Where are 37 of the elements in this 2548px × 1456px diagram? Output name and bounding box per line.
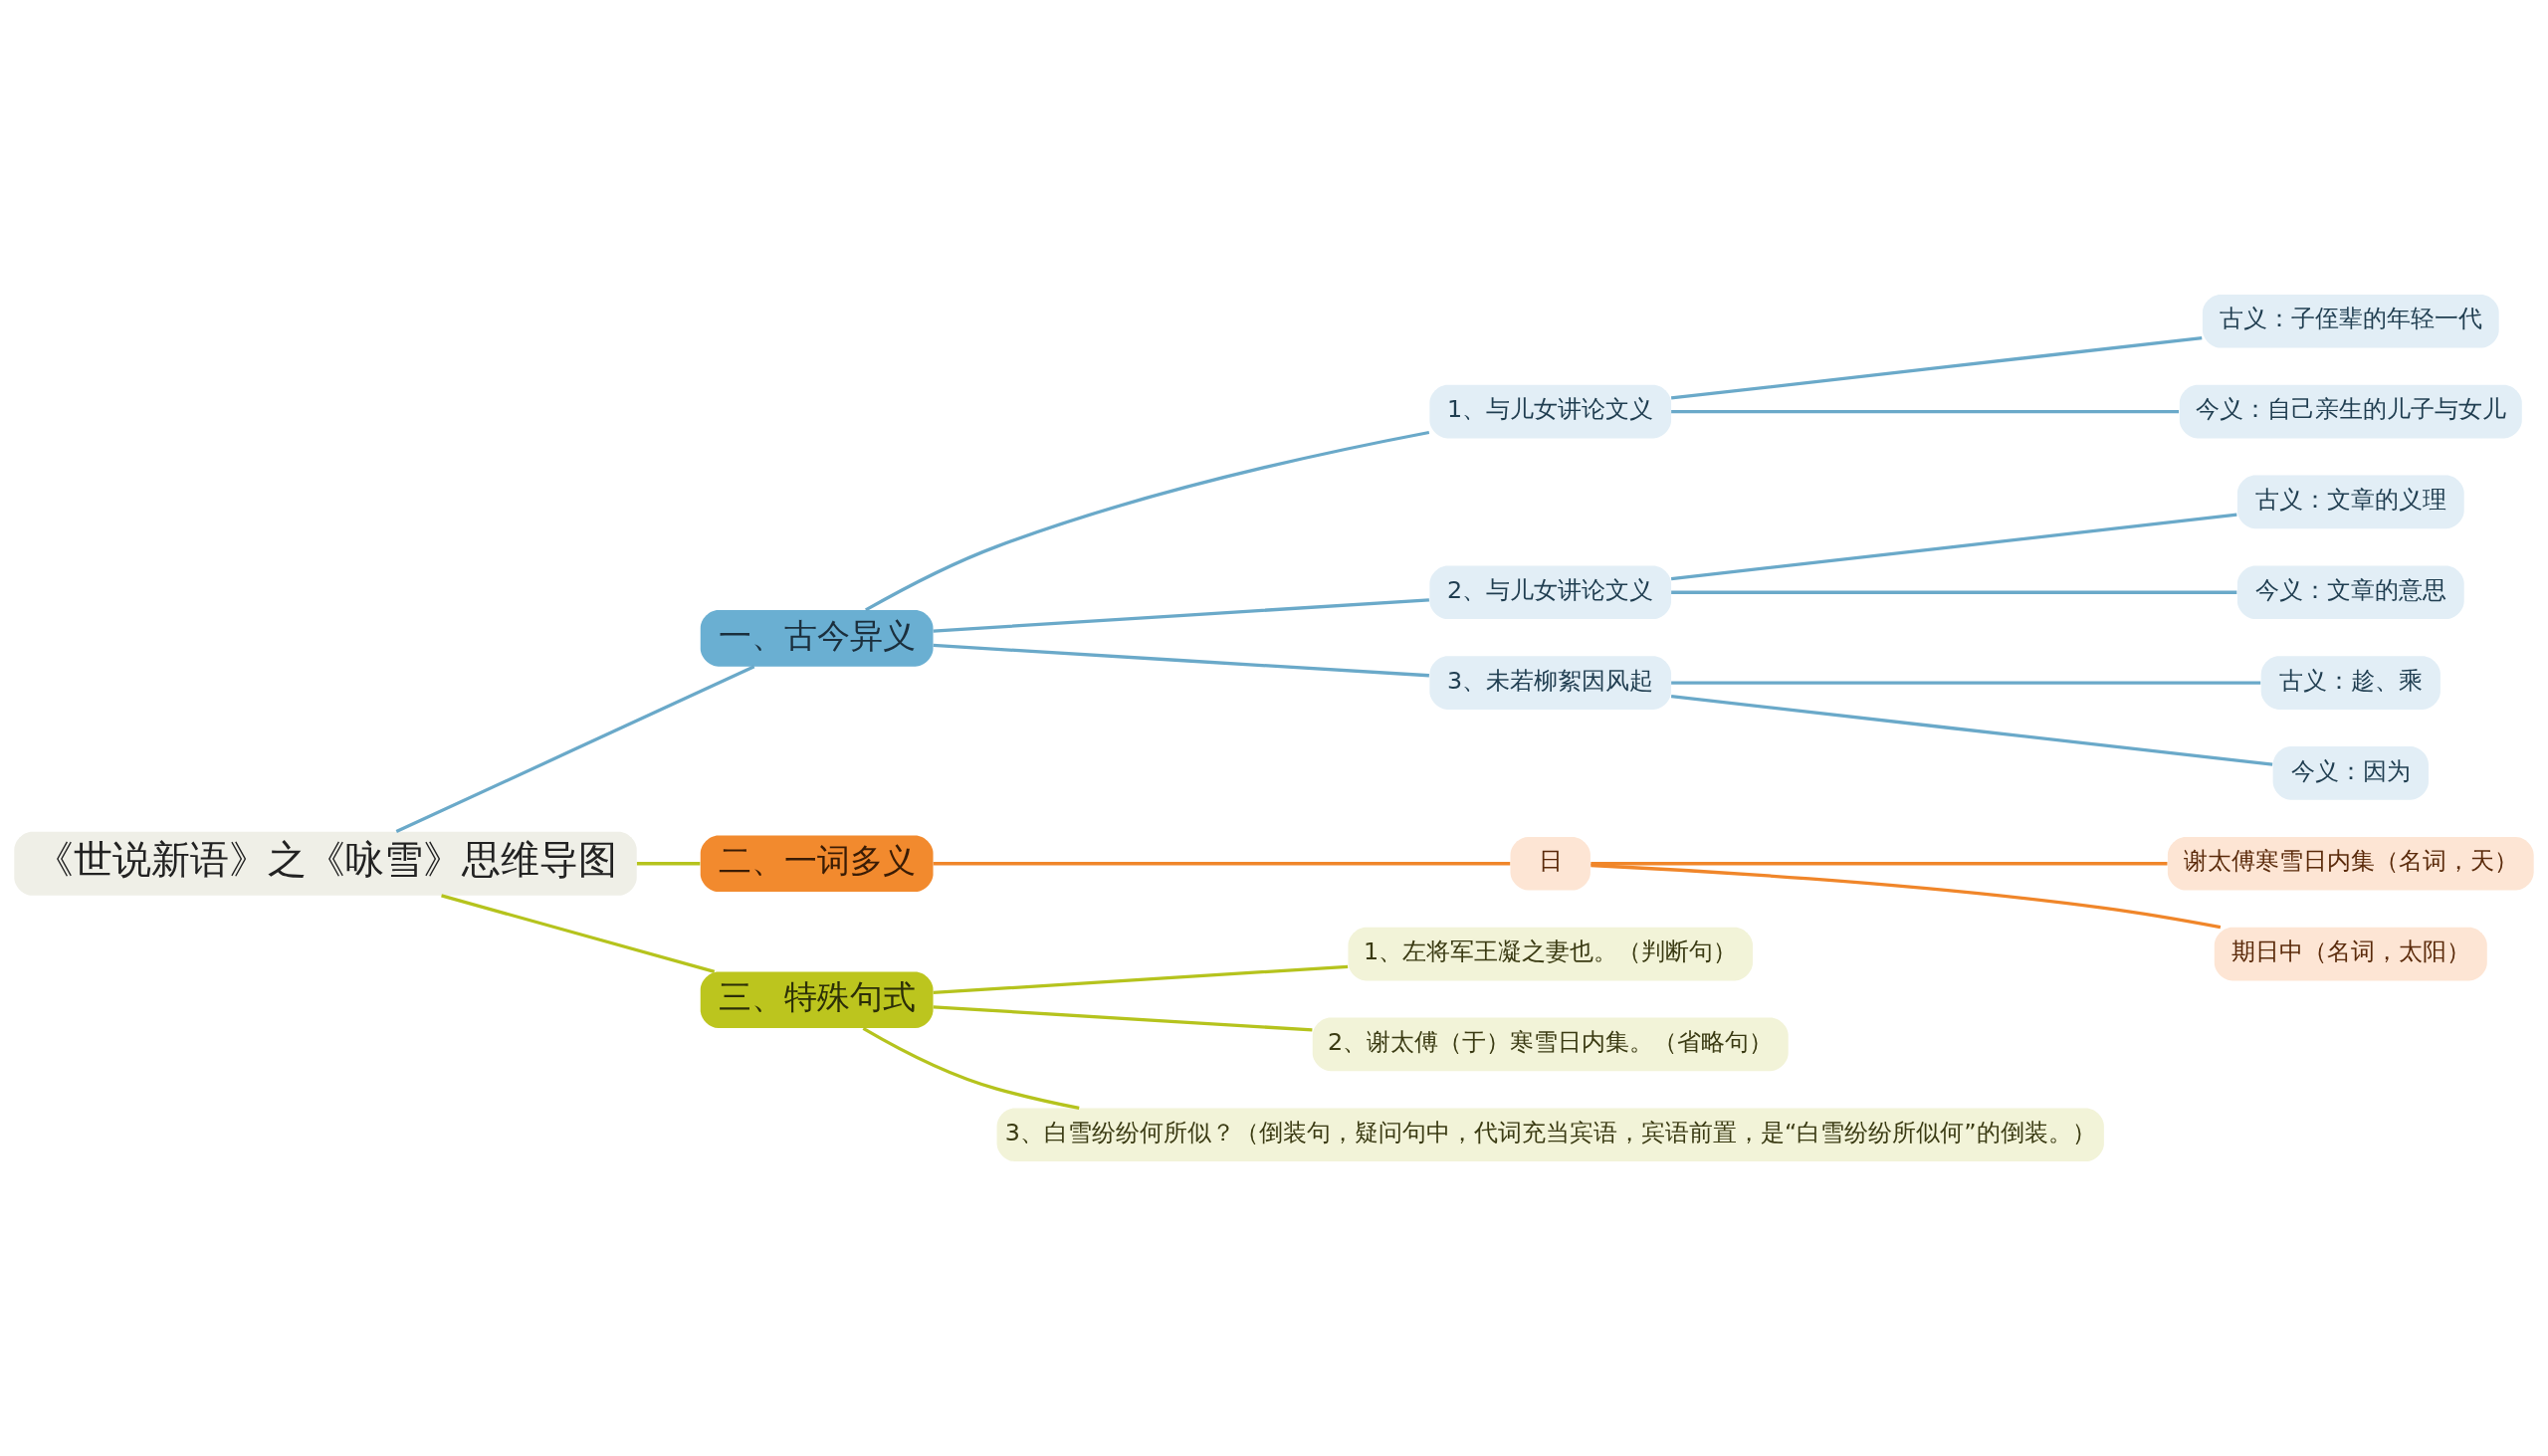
node-box: 三、特殊句式 bbox=[700, 971, 934, 1029]
connector bbox=[1670, 695, 2273, 766]
node-box: 日 bbox=[1510, 836, 1591, 891]
node-box: 期日中（名词，太阳） bbox=[2214, 927, 2487, 981]
connector bbox=[933, 862, 1511, 866]
node-box: 今义：文章的意思 bbox=[2236, 565, 2464, 620]
connector bbox=[1591, 862, 2168, 866]
node-box: 3、白雪纷纷何所似？（倒装句，疑问句中，代词充当宾语，宾语前置，是“白雪纷纷所似何”的倒装。） bbox=[996, 1108, 2104, 1162]
connector bbox=[395, 665, 755, 834]
node-box: 一、古今异义 bbox=[700, 610, 934, 667]
node-box: 古义：子侄辈的年轻一代 bbox=[2202, 294, 2499, 348]
connector bbox=[441, 894, 716, 973]
node-box: 今义：自己亲生的儿子与女儿 bbox=[2179, 384, 2522, 439]
node-box: 2、与儿女讲论文义 bbox=[1429, 565, 1672, 620]
connector bbox=[862, 1026, 1080, 1110]
connector bbox=[636, 862, 701, 866]
node-box: 1、与儿女讲论文义 bbox=[1429, 384, 1672, 439]
connector bbox=[933, 643, 1429, 678]
connector bbox=[865, 430, 1430, 612]
connector bbox=[1670, 335, 2203, 400]
connector bbox=[933, 598, 1429, 633]
node-box: 古义：趁、乘 bbox=[2260, 656, 2441, 710]
node-box: 《世说新语》之《咏雪》思维导图 bbox=[14, 831, 637, 896]
node-box: 谢太傅寒雪日内集（名词，天） bbox=[2167, 836, 2534, 891]
connector bbox=[1671, 409, 2180, 414]
connector bbox=[933, 964, 1349, 995]
connector bbox=[1670, 513, 2237, 581]
connector bbox=[1671, 590, 2237, 594]
node-box: 今义：因为 bbox=[2272, 746, 2429, 800]
connector bbox=[1591, 863, 2222, 930]
connector bbox=[1671, 681, 2261, 685]
node-box: 古义：文章的义理 bbox=[2236, 475, 2464, 529]
node-box: 二、一词多义 bbox=[700, 835, 934, 893]
connector bbox=[933, 1005, 1313, 1032]
node-box: 3、未若柳絮因风起 bbox=[1429, 656, 1672, 710]
node-box: 2、谢太傅（于）寒雪日内集。（省略句） bbox=[1312, 1017, 1789, 1072]
node-box: 1、左将军王凝之妻也。（判断句） bbox=[1348, 927, 1753, 981]
